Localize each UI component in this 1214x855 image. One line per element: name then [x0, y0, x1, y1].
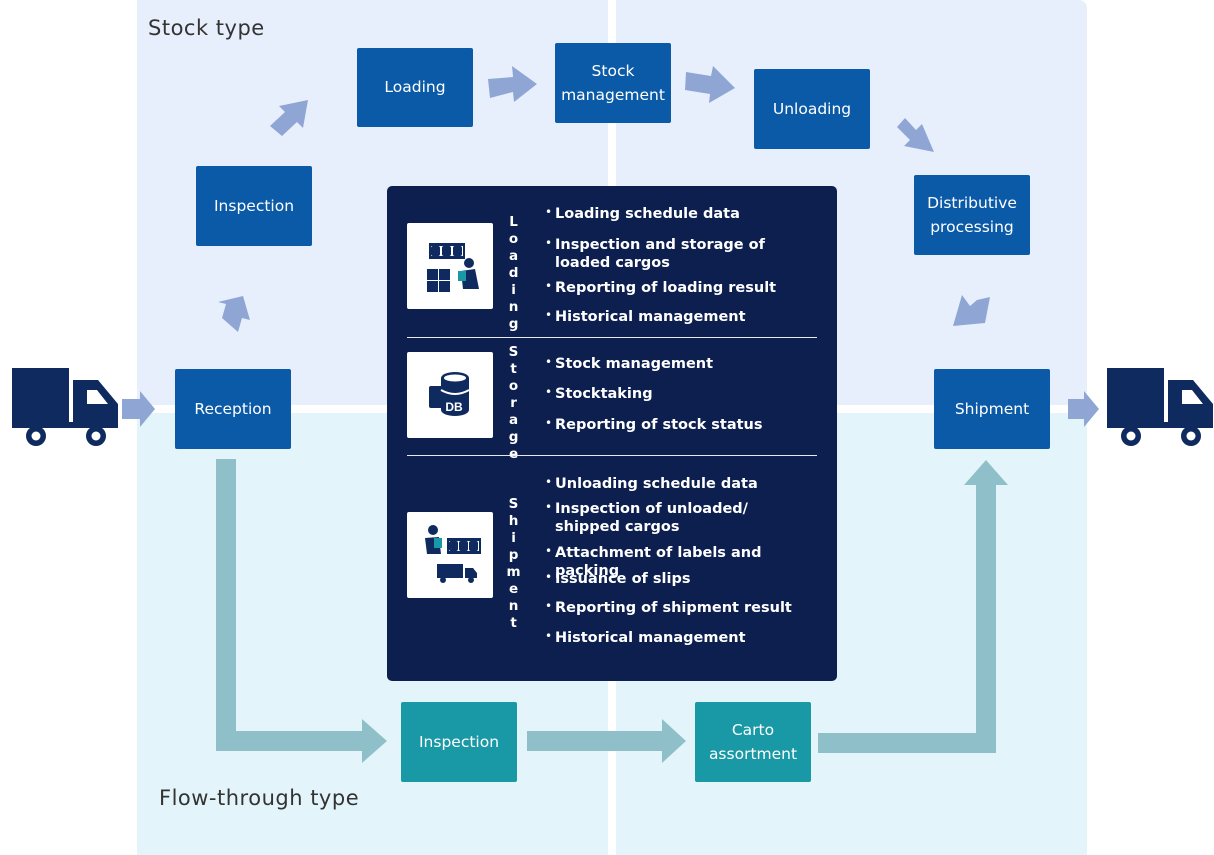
storage-vertical-title: Storage	[503, 344, 523, 463]
arrow-inspection-to-loading	[270, 100, 308, 136]
stock-management-box: Stock management	[555, 43, 671, 123]
loading-box: Loading	[357, 48, 473, 127]
arrow-loading-to-stock	[488, 66, 537, 102]
list-item: Historical management	[545, 308, 746, 327]
loading-worker-icon	[407, 223, 493, 309]
list-item: Reporting of loading result	[545, 279, 776, 298]
arrow-reception-to-flow-inspection	[216, 459, 387, 763]
arrow-distributive-to-shipment	[953, 295, 990, 326]
list-item: Issuance of slips	[545, 570, 690, 589]
arrow-truck-to-reception	[122, 391, 155, 427]
unloading-box: Unloading	[754, 69, 870, 149]
loading-section: Loading Loading schedule data Inspection…	[387, 186, 837, 336]
section-divider	[407, 455, 817, 456]
arrow-unloading-to-distributive	[897, 118, 934, 152]
storage-title-text: Storage	[505, 344, 522, 463]
database-icon: DB	[407, 352, 493, 438]
outgoing-truck-icon	[1107, 368, 1213, 446]
loading-vertical-title: Loading	[503, 214, 523, 333]
list-item: Reporting of shipment result	[545, 599, 792, 618]
list-item: Inspection and storage of loaded cargos	[545, 236, 765, 272]
flow-inspection-box: Inspection	[401, 702, 517, 782]
incoming-truck-icon	[12, 368, 118, 446]
wms-functions-panel: Loading Loading schedule data Inspection…	[387, 186, 837, 681]
list-item: Historical management	[545, 629, 746, 648]
list-item: Loading schedule data	[545, 205, 740, 224]
arrow-flow-inspection-to-carto	[527, 719, 686, 763]
shipment-section: Shipment Unloading schedule data Inspect…	[387, 456, 837, 681]
list-item: Inspection of unloaded/ shipped cargos	[545, 500, 748, 536]
list-item: Stock management	[545, 355, 713, 374]
section-divider	[407, 337, 817, 338]
reception-box: Reception	[175, 369, 291, 449]
flow-through-type-label: Flow-through type	[159, 786, 360, 810]
list-item: Stocktaking	[545, 385, 653, 404]
inspection-box: Inspection	[196, 166, 312, 246]
shipment-vertical-title: Shipment	[503, 496, 523, 632]
arrow-shipment-to-truck	[1068, 391, 1099, 427]
stock-type-label: Stock type	[148, 16, 265, 40]
shipment-title-text: Shipment	[505, 496, 522, 632]
db-label: DB	[445, 400, 463, 414]
arrow-stock-to-unloading	[685, 66, 735, 103]
carto-assortment-box: Carto assortment	[695, 702, 811, 782]
arrow-carto-to-shipment	[818, 460, 1008, 753]
storage-section: DB Storage Stock management Stocktaking …	[387, 338, 837, 463]
arrow-reception-to-inspection	[218, 296, 250, 332]
shipment-box: Shipment	[934, 369, 1050, 449]
list-item: Reporting of stock status	[545, 416, 763, 435]
shipment-worker-icon	[407, 512, 493, 598]
list-item: Unloading schedule data	[545, 475, 758, 494]
loading-title-text: Loading	[505, 214, 522, 333]
distributive-processing-box: Distributive processing	[914, 175, 1030, 255]
